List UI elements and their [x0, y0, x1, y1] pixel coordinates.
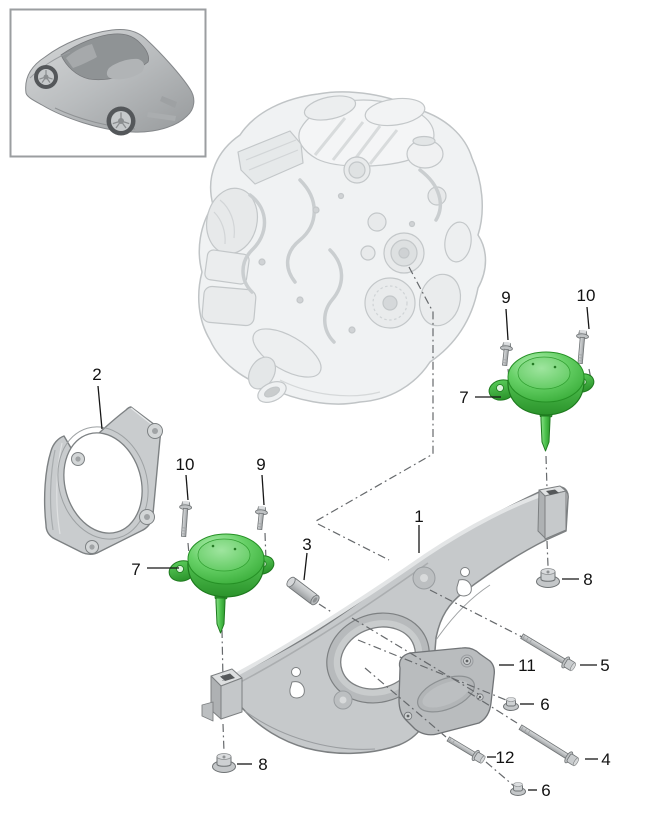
part-8-nut-left[interactable]	[212, 753, 236, 773]
part-6-nut-lower[interactable]	[510, 782, 526, 796]
callout-6-upper[interactable]: 6	[540, 695, 549, 714]
part-5-bolt[interactable]	[519, 631, 578, 673]
callout-3[interactable]: 3	[302, 535, 311, 554]
car-thumbnail	[25, 29, 195, 136]
part-10-bolt-right[interactable]	[574, 329, 589, 365]
callout-10-right[interactable]: 10	[577, 286, 596, 305]
callout-9-left[interactable]: 9	[256, 455, 265, 474]
callout-8-left[interactable]: 8	[258, 755, 267, 774]
part-7-engine-mount-right[interactable]	[487, 351, 596, 452]
callout-5[interactable]: 5	[600, 656, 609, 675]
part-6-nut-upper[interactable]	[503, 697, 519, 711]
callout-12[interactable]: 12	[496, 748, 515, 767]
engine-illustration	[197, 91, 487, 405]
callout-2[interactable]: 2	[92, 365, 101, 384]
part-11-cover-plate[interactable]	[398, 647, 496, 736]
part-7-engine-mount-left[interactable]	[167, 533, 276, 634]
callout-8-right[interactable]: 8	[583, 570, 592, 589]
callout-7-right[interactable]: 7	[459, 388, 468, 407]
callout-4[interactable]: 4	[601, 750, 610, 769]
callout-10-left[interactable]: 10	[176, 455, 195, 474]
callout-6-lower[interactable]: 6	[541, 781, 550, 800]
callout-labels: 2 1 3 7 10 9 7 9 10 8 8 11 5 6 4 12 6	[92, 286, 610, 800]
callout-1[interactable]: 1	[414, 507, 423, 526]
part-3-pin[interactable]	[285, 576, 321, 607]
engine-leader-line	[315, 266, 434, 522]
part-1-crossmember[interactable]	[201, 485, 569, 755]
callout-7-left[interactable]: 7	[131, 560, 140, 579]
part-8-nut-right[interactable]	[536, 568, 560, 588]
part-10-bolt-left[interactable]	[178, 500, 193, 537]
part-12-bolt[interactable]	[445, 734, 487, 765]
part-2-support-bracket[interactable]	[43, 406, 163, 555]
callout-9-right[interactable]: 9	[501, 288, 510, 307]
part-9-bolt-left[interactable]	[254, 505, 268, 531]
part-4-bolt[interactable]	[517, 722, 581, 768]
engine-leader-line-2	[317, 523, 390, 561]
callout-leader-lines	[97, 306, 598, 791]
callout-11[interactable]: 11	[518, 656, 536, 675]
part-9-bolt-right[interactable]	[499, 341, 513, 367]
